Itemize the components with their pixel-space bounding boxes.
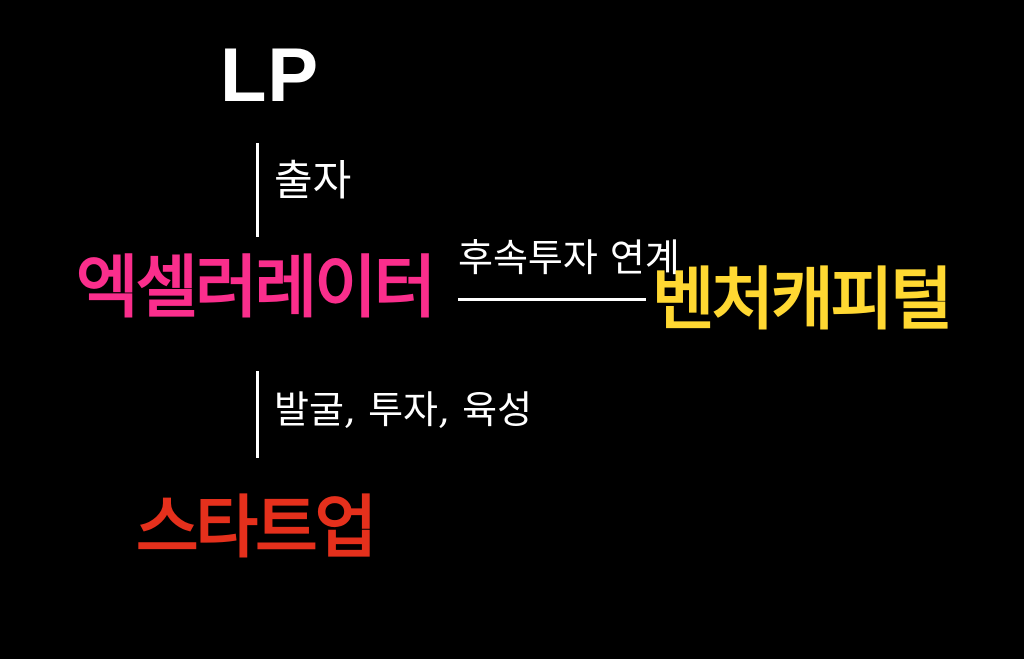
edge-line-lp-to-accelerator	[256, 143, 259, 237]
edge-label-accelerator-to-vc: 후속투자 연계	[458, 236, 680, 280]
edge-line-accelerator-to-vc	[458, 298, 646, 301]
node-accelerator: 엑셀러레이터	[76, 250, 436, 326]
node-startup: 스타트업	[136, 490, 377, 566]
node-venture-capital: 벤처캐피털	[652, 262, 953, 338]
edge-label-lp-to-accelerator: 출자	[274, 156, 352, 205]
edge-label-accelerator-to-startup: 발굴, 투자, 육성	[274, 388, 533, 432]
node-lp: LP	[220, 33, 320, 118]
edge-line-accelerator-to-startup	[256, 371, 259, 458]
